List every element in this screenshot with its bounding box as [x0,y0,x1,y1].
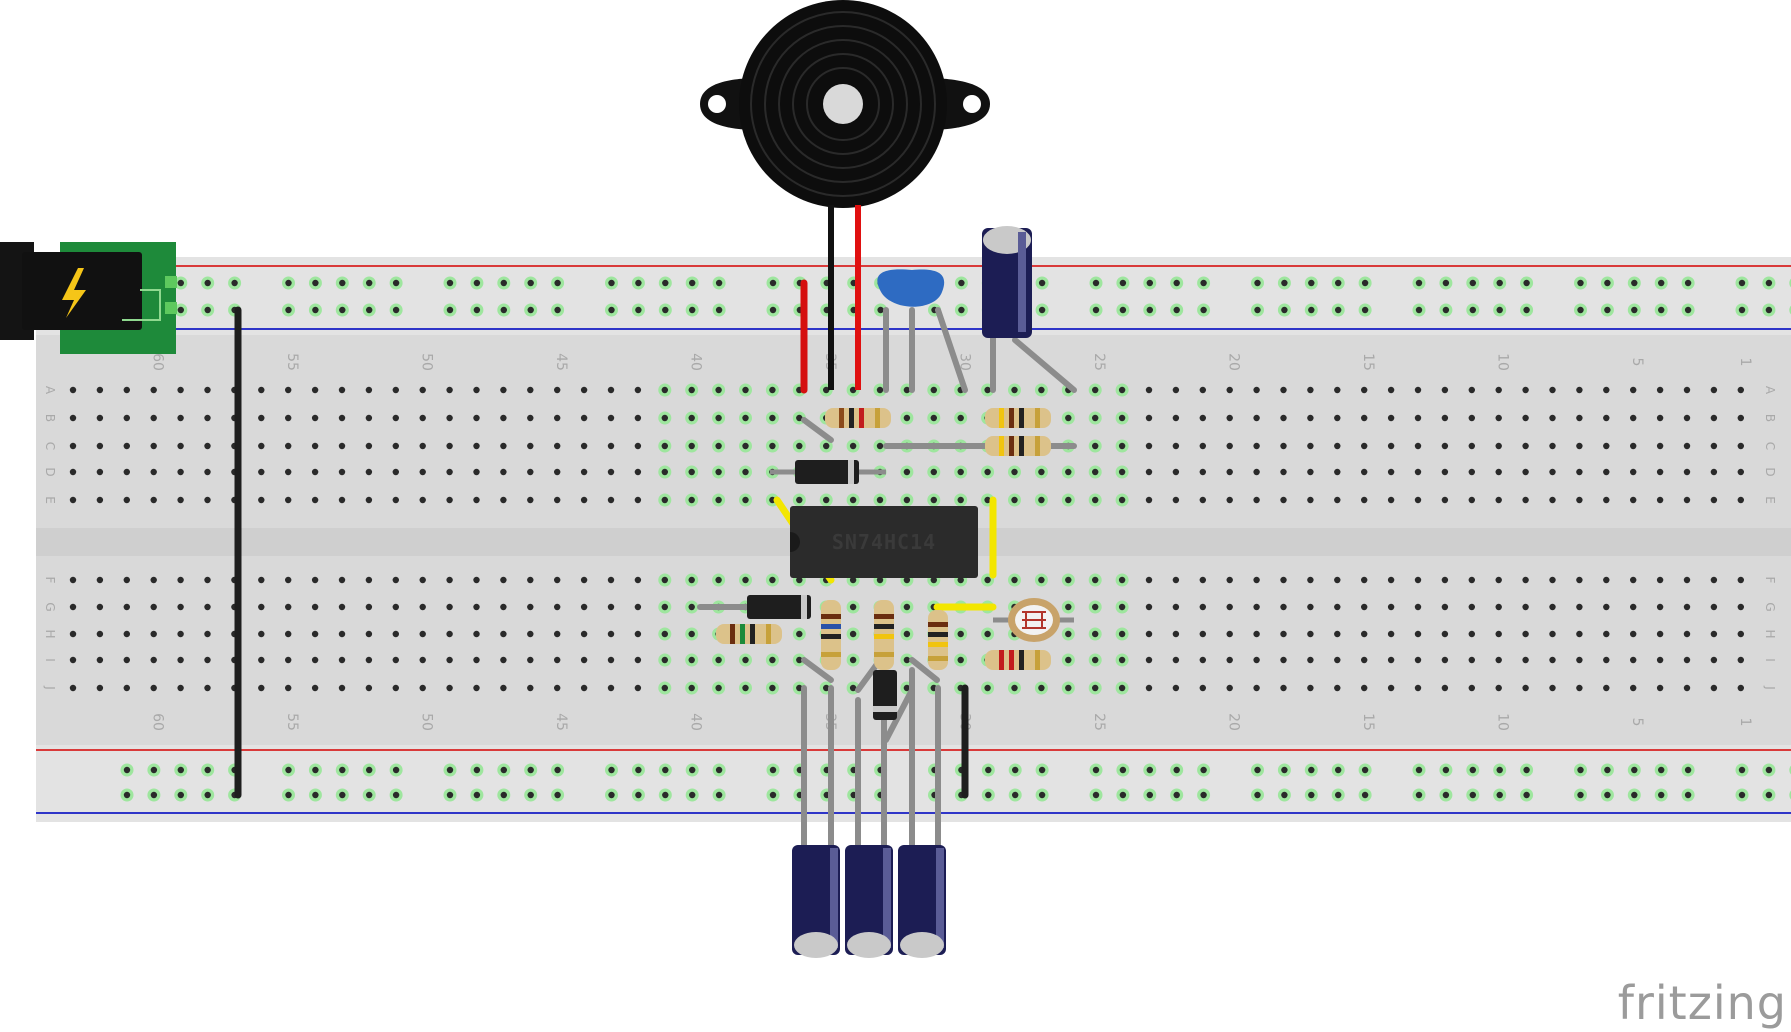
row-label: G [1763,602,1777,611]
electrolytic-capacitor-2 [845,845,893,958]
resistor-bottom-right [985,650,1051,670]
column-label: 30 [957,353,973,371]
diode-top [770,460,886,484]
row-label: I [1763,658,1777,662]
column-label: 10 [1495,713,1511,731]
electrolytic-capacitor-top [982,226,1032,338]
row-label: C [43,442,57,450]
row-label: D [43,467,57,476]
column-label: 25 [1091,353,1107,371]
resistor-top-right-1 [985,408,1051,428]
electrolytic-capacitors-bottom [792,845,946,958]
lightning-icon [62,268,86,318]
row-label: A [43,386,57,395]
power-jack [0,242,177,354]
column-label: 40 [688,713,704,731]
main-holes [69,383,1745,695]
column-label: 5 [1629,358,1645,367]
row-label: E [1763,496,1777,504]
column-label: 45 [553,353,569,371]
fritzing-logo: fritzing [1617,976,1787,1030]
column-label: 50 [419,713,435,731]
row-label: H [1763,629,1777,638]
column-label: 60 [150,353,166,371]
column-label: 20 [1226,353,1242,371]
row-label: D [1763,467,1777,476]
resistor-vertical-2 [874,600,894,670]
column-label: 15 [1360,353,1376,371]
electrolytic-capacitor-3 [898,845,946,958]
resistor-vertical-3 [928,610,948,670]
column-label: 15 [1360,713,1376,731]
column-label: 1 [1737,718,1753,727]
column-label: 50 [419,353,435,371]
row-label: A [1763,386,1777,395]
column-label: 45 [553,713,569,731]
diode-bottom-left [747,595,811,619]
diodes [747,460,897,720]
row-label: F [1763,577,1777,584]
row-label: J [1763,685,1777,690]
row-label: J [43,685,57,690]
column-labels: 6060555550504545404035353030252520201515… [150,353,1753,731]
electrolytic-capacitor-1 [792,845,840,958]
column-label: 55 [284,353,300,371]
row-label: C [1763,442,1777,450]
ic-chip: SN74HC14 [790,506,978,578]
column-label: 40 [688,353,704,371]
row-label: H [43,629,57,638]
resistor-vertical-1 [821,600,841,670]
column-label: 1 [1737,358,1753,367]
row-label: E [43,496,57,504]
resistor-bottom-left [716,624,782,644]
resistors [716,408,1051,670]
photoresistor [993,598,1074,642]
resistor-top-left [825,408,891,428]
diode-vertical [873,670,897,720]
column-label: 25 [1091,713,1107,731]
row-label: F [43,577,57,584]
row-labels: A A B B C C D D E E F F G G H H I I J J [43,386,1777,690]
piezo-buzzer [700,0,990,390]
column-label: 60 [150,713,166,731]
chip-label: SN74HC14 [832,530,936,554]
ceramic-capacitor [877,269,945,307]
resistor-top-right-2 [985,436,1051,456]
row-label: G [43,602,57,611]
column-label: 5 [1629,718,1645,727]
column-label: 55 [284,713,300,731]
rail-holes [120,276,1791,802]
column-label: 20 [1226,713,1242,731]
row-label: B [1763,414,1777,422]
row-label: B [43,414,57,422]
column-label: 10 [1495,353,1511,371]
row-label: I [43,658,57,662]
